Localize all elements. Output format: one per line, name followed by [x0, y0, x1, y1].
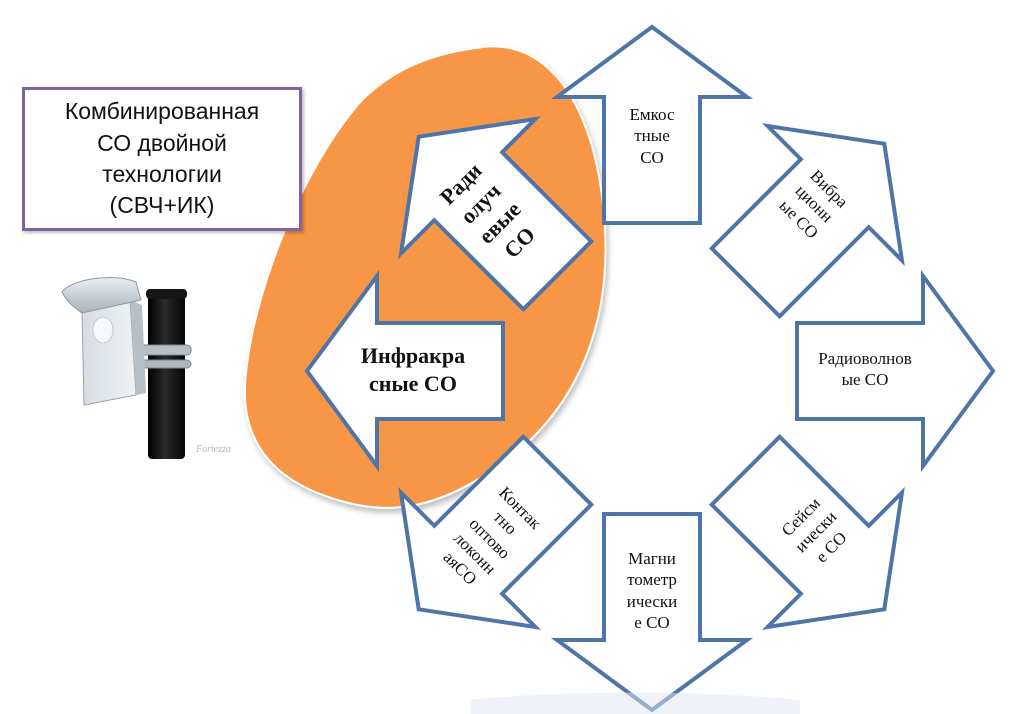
watermark-fortezza: Fortezza [195, 444, 231, 455]
label-radiowave: Радиоволнов ые СО [818, 349, 912, 390]
arrow-magnet [550, 512, 754, 713]
arrow-contact [398, 433, 595, 630]
arrow-infrared [304, 269, 505, 473]
arrow-radial [398, 116, 595, 313]
arrow-emkost [550, 24, 754, 225]
arrow-seismic [708, 433, 905, 630]
arrow-vibra [708, 123, 905, 320]
arrow-radiowave [795, 269, 996, 473]
device-photo: Fortezza [61, 276, 231, 459]
caption-box: Комбинированная СО двойной технологии (С… [22, 87, 302, 231]
label-emkost: Емкос тные СО [629, 105, 675, 167]
caption-text: Комбинированная СО двойной технологии (С… [64, 98, 260, 219]
label-infrared: Инфракра сные СО [360, 343, 466, 396]
label-magnet: Магни тометр ически е СО [626, 549, 678, 632]
arrows-ring [304, 24, 996, 713]
reflection [470, 692, 800, 714]
